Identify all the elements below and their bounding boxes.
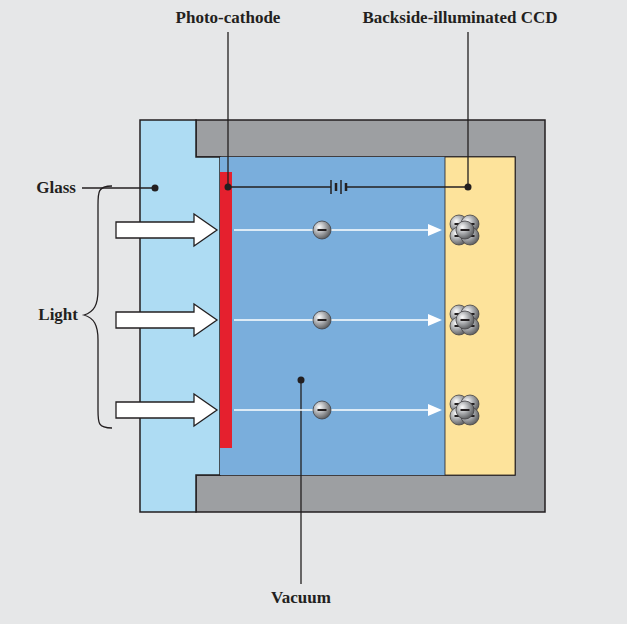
ccd-sensor (445, 157, 515, 475)
photo-cathode-layer (220, 172, 232, 448)
light-arrows (116, 214, 217, 426)
vacuum-label: Vacuum (271, 588, 331, 608)
ccd-label: Backside-illuminated CCD (362, 8, 557, 28)
photo-cathode-label: Photo-cathode (176, 8, 281, 28)
electrons (313, 215, 479, 425)
leader-lines (82, 32, 468, 584)
leader-dots (152, 184, 472, 384)
glass-label: Glass (36, 178, 76, 198)
light-brace (84, 186, 112, 428)
light-label: Light (38, 305, 78, 325)
bias-battery (228, 180, 468, 194)
housing (196, 120, 545, 512)
vacuum-chamber (220, 157, 445, 475)
electron-paths (234, 224, 442, 416)
